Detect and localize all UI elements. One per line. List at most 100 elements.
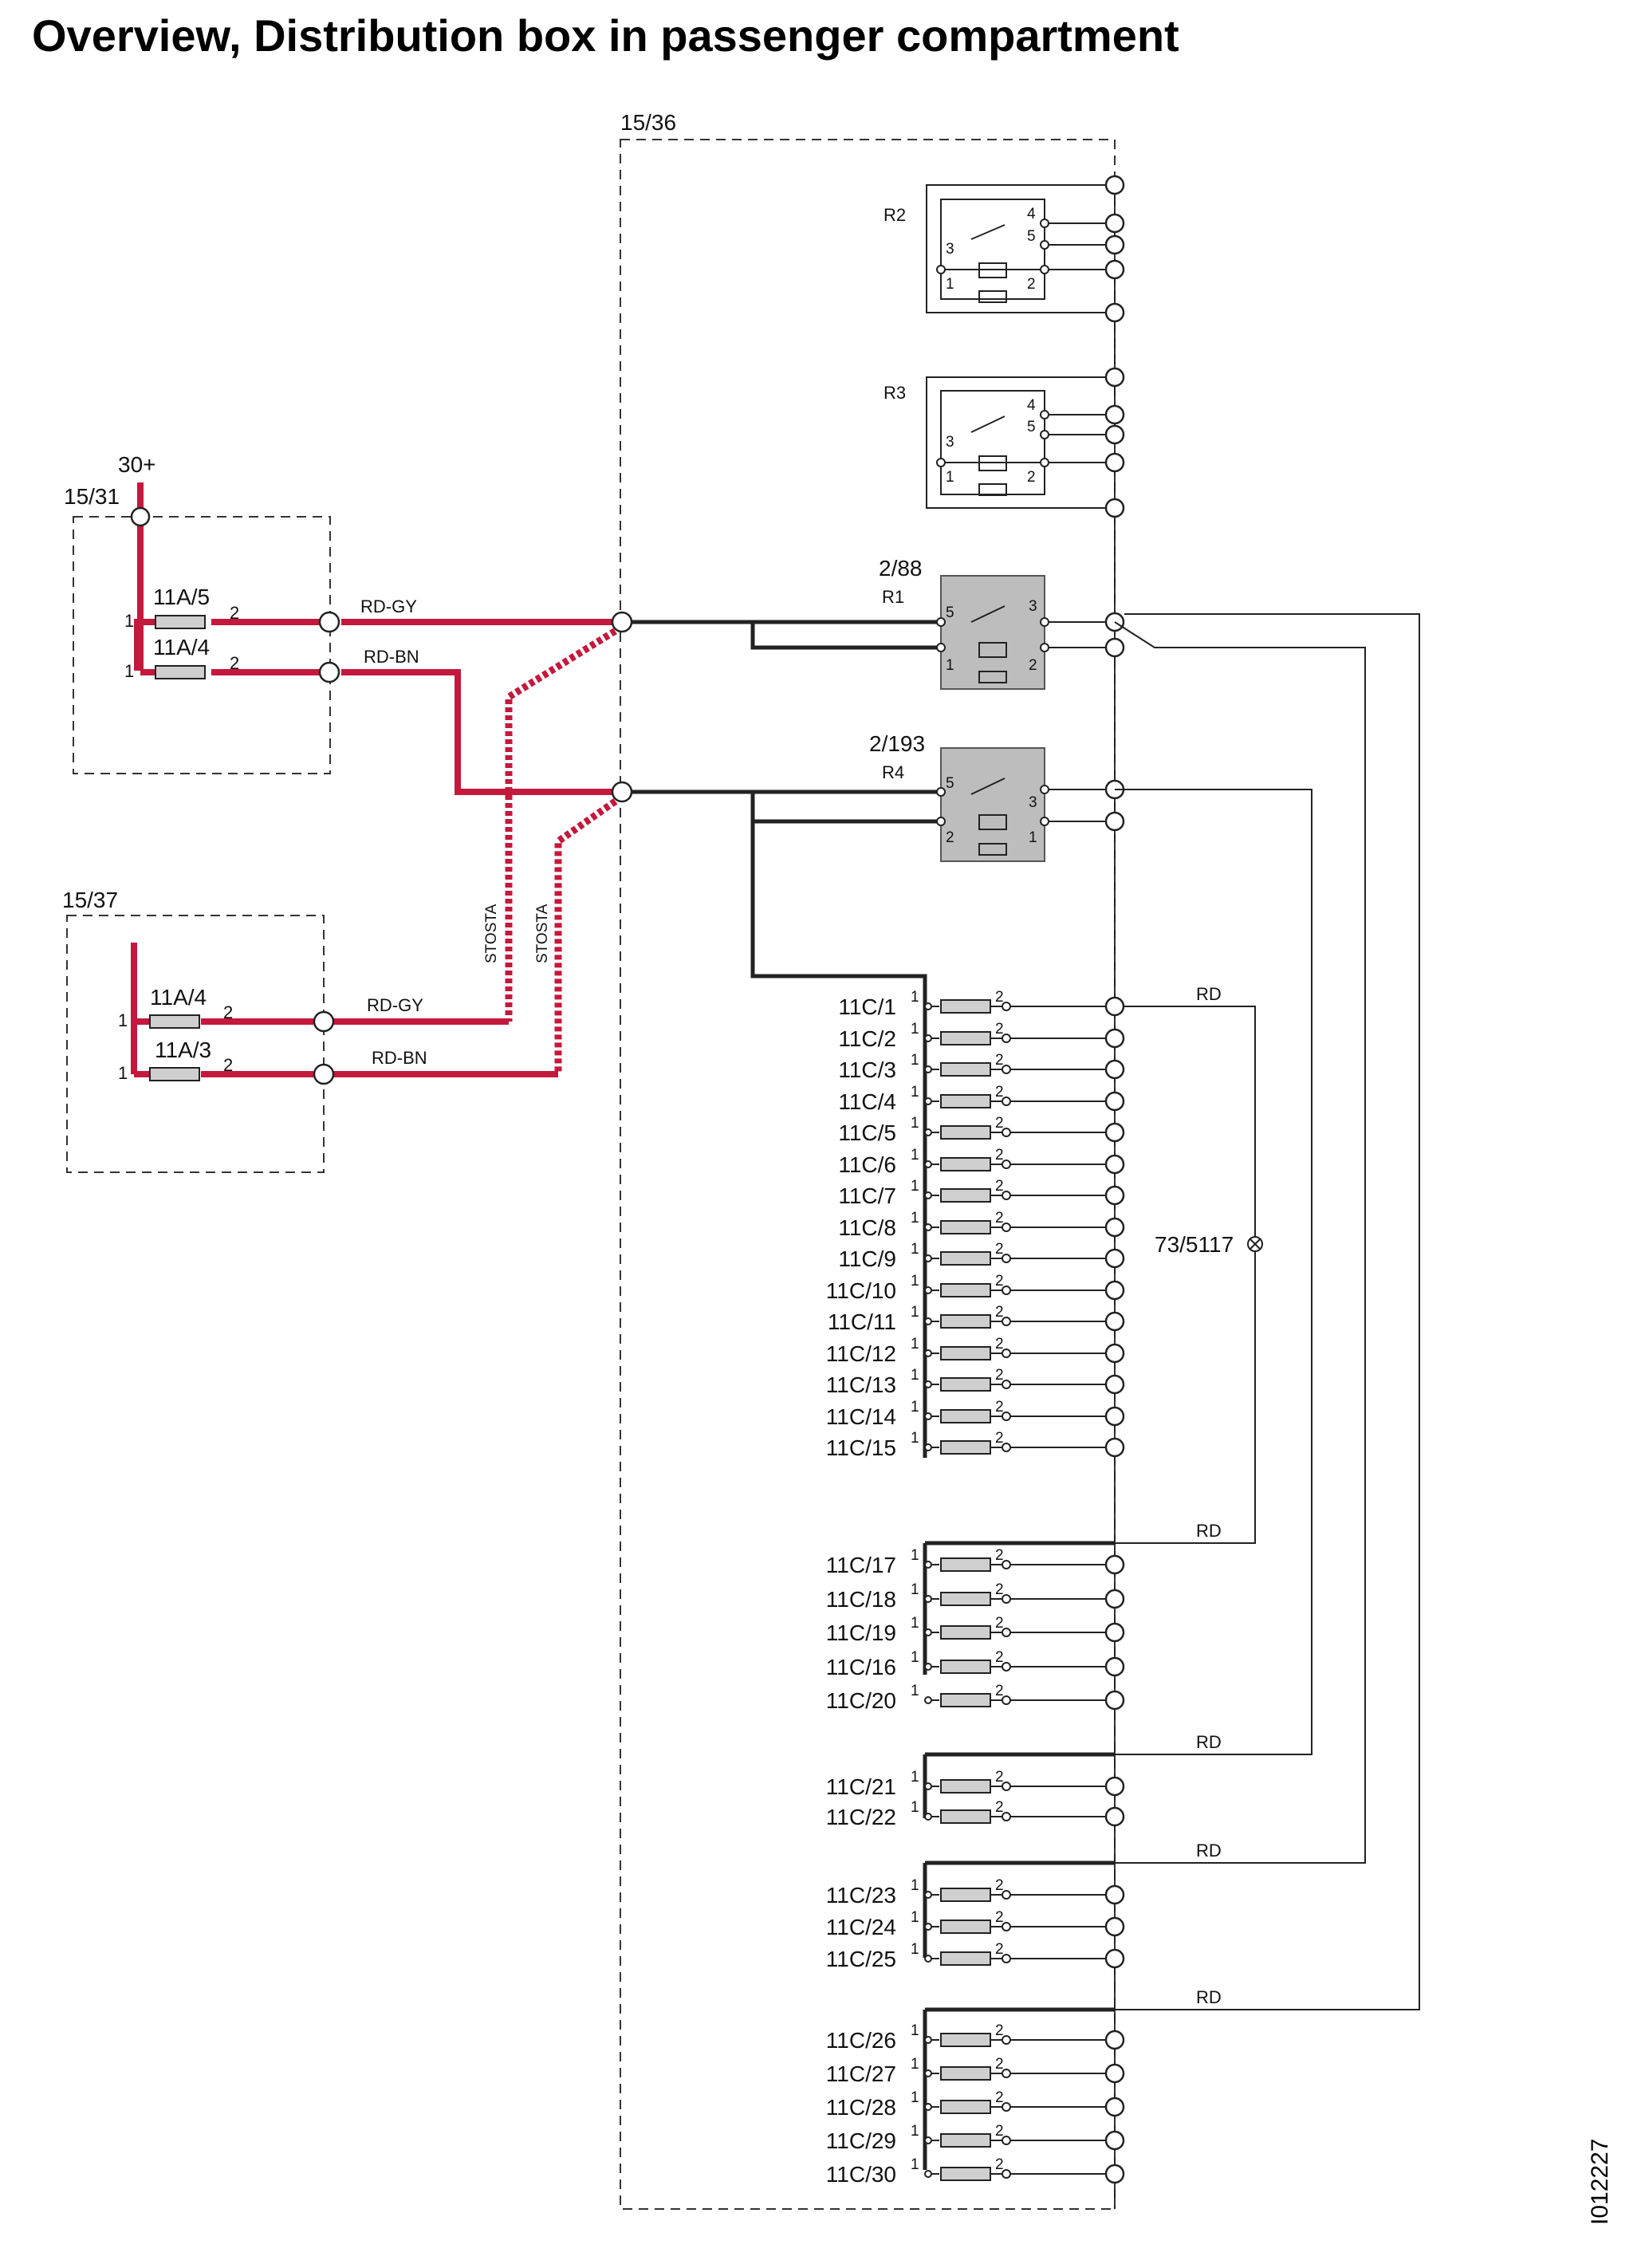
- relay-pin-label: 3: [946, 241, 954, 258]
- box-15-36: 15/36: [620, 110, 1116, 2210]
- rd-label: RD: [1196, 1732, 1222, 1752]
- left-fuse-label: 11A/3: [155, 1038, 211, 1062]
- wire-color-label: RD-GY: [367, 995, 423, 1015]
- stosta-label: STOSTA: [483, 904, 500, 963]
- fuse-pin-label: 2: [995, 1367, 1004, 1384]
- fuse-label: 11C/4: [838, 1089, 896, 1114]
- fuse-label: 11C/17: [826, 1553, 896, 1577]
- fuse-pin-label: 2: [995, 2089, 1004, 2106]
- fuse-pin-label: 2: [995, 1336, 1004, 1353]
- fuse-pin-label: 1: [911, 989, 919, 1006]
- relay-r3: R3 4 5 3 1 2: [884, 367, 1125, 518]
- fuse-pin-label: 2: [995, 1615, 1004, 1632]
- fuse-label: 11C/22: [826, 1805, 896, 1829]
- fuse-terminal: [1104, 1248, 1125, 1269]
- left-fuse-11a4-upper: 11A/4 1 2 RD-BN: [124, 635, 419, 683]
- relay-pin-label: 1: [946, 657, 954, 674]
- fuse-label: 11C/16: [826, 1655, 896, 1679]
- relay-pin-label: 1: [1029, 829, 1037, 846]
- left-fuse-11a5: 11A/5 1 2 RD-GY: [124, 585, 417, 633]
- fuse-body: [940, 1062, 991, 1077]
- fuse-body: [940, 1283, 991, 1297]
- fuse-terminal: [1104, 1806, 1125, 1827]
- fuse-body: [940, 1951, 991, 1966]
- fuse-pin-label: 2: [995, 1304, 1004, 1321]
- fuse-terminal: [1104, 1059, 1125, 1080]
- relay-label: R3: [884, 383, 906, 403]
- fuse-row: 11C/9 1 2: [838, 1241, 1125, 1271]
- fuse-terminal: [1104, 1406, 1125, 1427]
- fuse-body: [940, 1888, 991, 1902]
- fuse-row: 11C/4 1 2: [838, 1084, 1125, 1114]
- relay-pin-label: 2: [1027, 469, 1036, 486]
- fuse-terminal: [1104, 1154, 1125, 1175]
- fuse-pin-label: 1: [911, 1581, 919, 1598]
- wire-color-label: RD-BN: [364, 647, 419, 667]
- fuse-terminal: [1104, 2164, 1125, 2184]
- fuse-body: [940, 1031, 991, 1045]
- box-15-37: 15/37: [62, 888, 325, 1173]
- fuse-pin-label: 1: [911, 1615, 919, 1632]
- fuse-pin-label: 1: [911, 1210, 919, 1227]
- fuse-pin-label: 2: [995, 1052, 1004, 1069]
- fuse-pin-label: 1: [911, 1683, 919, 1699]
- fuse-terminal: [1104, 1948, 1125, 1969]
- stosta-label: STOSTA: [534, 904, 551, 963]
- fuse-terminal: [1104, 1122, 1125, 1143]
- fuse-pin-label: 1: [911, 1399, 919, 1416]
- wire-color-label: RD-GY: [360, 597, 417, 616]
- fuse-body: [940, 1377, 991, 1392]
- fuse-pin-label: 2: [995, 1241, 1004, 1258]
- fuse-body: [940, 1660, 991, 1674]
- fuse-pin-label: 2: [995, 1178, 1004, 1195]
- fuse-pin-label: 2: [995, 1084, 1004, 1101]
- relay-pin-label: 3: [1029, 598, 1037, 615]
- relay-component-label: 2/88: [879, 556, 923, 581]
- fuse-body: [940, 1779, 991, 1794]
- fuse-pin-label: 2: [995, 1799, 1004, 1816]
- relay-pin-label: 2: [1029, 657, 1037, 674]
- fuse-terminal: [1104, 2130, 1125, 2151]
- fuse-terminal: [1104, 1028, 1125, 1049]
- fuse-pin-label: 1: [911, 1241, 919, 1258]
- relay-pin-label: 3: [1029, 794, 1037, 811]
- fuse-body: [940, 1125, 991, 1140]
- fuse-body: [940, 1440, 991, 1455]
- box-15-31: 15/31: [64, 484, 331, 774]
- fuse-label: 11C/7: [838, 1183, 896, 1208]
- fuse-pin-label: 1: [911, 1649, 919, 1666]
- fuse-body: [940, 1251, 991, 1266]
- fuse-label: 11C/2: [838, 1026, 896, 1051]
- ground-point-icon: [1247, 1236, 1263, 1252]
- relay-pin-label: 2: [946, 829, 954, 846]
- fuse-pin-label: 1: [911, 1336, 919, 1353]
- fuse-pin-label: 1: [124, 611, 134, 631]
- fuse-pin-label: 1: [911, 1084, 919, 1101]
- fuse-pin-label: 1: [911, 1052, 919, 1069]
- relay-pin-label: 4: [1027, 397, 1036, 414]
- left-fuse-11a4-lower: 11A/4 1 2 RD-GY: [118, 985, 423, 1033]
- box-15-37-label: 15/37: [62, 888, 118, 912]
- relay-r2: R2 4 5 3 1 2: [884, 175, 1125, 323]
- fuse-label: 11C/9: [838, 1246, 896, 1271]
- fuse-pin-label: 2: [995, 1273, 1004, 1290]
- fuse-body: [940, 1094, 991, 1108]
- fuse-terminal: [1104, 1690, 1125, 1711]
